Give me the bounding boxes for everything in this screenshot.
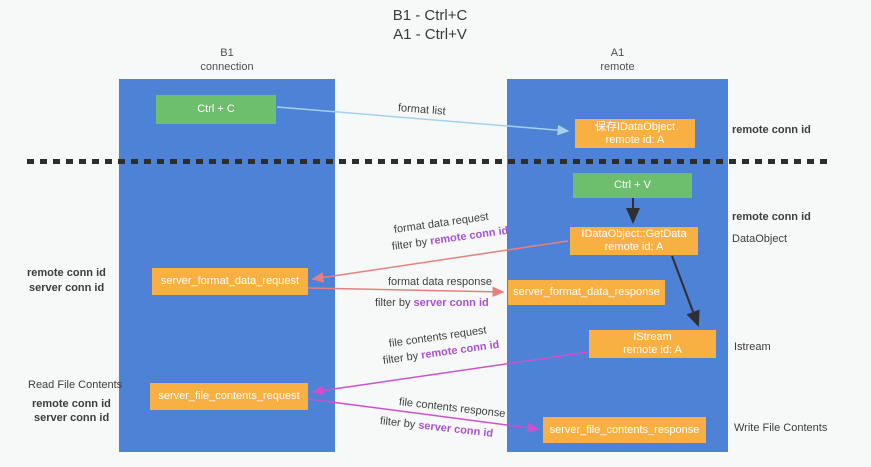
node-getdata-line2: remote id: A: [604, 241, 664, 253]
lane-left-role: connection: [200, 61, 254, 73]
server-conn-id-text: server conn id: [417, 419, 494, 440]
node-ctrl-c: Ctrl + C: [156, 95, 276, 124]
node-ctrl-v-label: Ctrl + V: [614, 179, 651, 191]
node-istream-line1: IStream: [633, 331, 672, 343]
arrow-format-data-response: [307, 286, 505, 298]
diagram-title: B1 - Ctrl+C A1 - Ctrl+V: [315, 6, 545, 44]
annotation-remote-conn-id-left-upper: remote conn id: [27, 267, 106, 279]
node-save-idataobject-line2: remote id: A: [605, 133, 665, 146]
annotation-remote-conn-id-mid-right: remote conn id: [732, 211, 811, 223]
filter-by-text: filter by: [391, 236, 428, 253]
edge-label-filter-by-server-conn-id-2: filter by server conn id: [379, 415, 493, 440]
annotation-read-file-contents: Read File Contents: [28, 379, 123, 391]
node-format-response-label: server_format_data_response: [513, 286, 660, 298]
annotation-istream: Istream: [734, 341, 771, 353]
annotation-server-conn-id-left-lower: server conn id: [34, 412, 110, 424]
annotation-dataobject: DataObject: [732, 233, 788, 245]
node-save-idataobject-line1: 保存IDataObject: [594, 120, 676, 133]
node-server-format-data-response: server_format_data_response: [508, 280, 665, 305]
filter-by-text: filter by: [379, 415, 416, 431]
node-file-response-label: server_file_contents_response: [549, 423, 700, 436]
lane-right-name: A1: [610, 47, 625, 59]
annotation-remote-conn-id-top-right: remote conn id: [732, 124, 811, 136]
edge-label-filter-by-server-conn-id-1: filter by server conn id: [375, 297, 489, 309]
edge-label-format-list: format list: [397, 102, 447, 118]
node-format-request-label: server_format_data_request: [160, 275, 300, 287]
title-line-1: B1 - Ctrl+C: [392, 7, 468, 24]
annotation-server-conn-id-left-upper: server conn id: [29, 282, 105, 294]
annotation-remote-conn-id-left-lower: remote conn id: [32, 398, 111, 410]
node-idataobject-getdata: IDataObject::GetData remote id: A: [570, 227, 698, 255]
lane-header-b1-connection: B1 connection: [119, 46, 335, 74]
node-server-file-contents-request: server_file_contents_request: [150, 383, 308, 410]
node-server-file-contents-response: server_file_contents_response: [543, 417, 706, 443]
edge-label-format-data-response: format data response: [388, 276, 492, 288]
lane-header-a1-remote: A1 remote: [507, 46, 728, 74]
node-server-format-data-request: server_format_data_request: [152, 268, 308, 295]
title-line-2: A1 - Ctrl+V: [393, 26, 467, 43]
server-conn-id-text: server conn id: [413, 297, 489, 309]
node-file-request-label: server_file_contents_request: [158, 390, 300, 402]
lane-right-role: remote: [600, 61, 635, 73]
node-istream-line2: remote id: A: [623, 344, 682, 356]
filter-by-text: filter by: [382, 350, 419, 367]
node-save-idataobject: 保存IDataObject remote id: A: [575, 119, 695, 148]
node-getdata-line1: IDataObject::GetData: [581, 228, 687, 240]
phase-divider-dashed-line: [27, 159, 830, 164]
filter-by-text: filter by: [375, 297, 411, 309]
lane-left-name: B1: [220, 47, 234, 59]
node-ctrl-c-label: Ctrl + C: [197, 103, 235, 115]
node-istream: IStream remote id: A: [589, 330, 716, 358]
annotation-write-file-contents: Write File Contents: [734, 422, 828, 434]
edge-label-file-contents-response: file contents response: [398, 396, 507, 421]
node-ctrl-v: Ctrl + V: [573, 173, 692, 198]
